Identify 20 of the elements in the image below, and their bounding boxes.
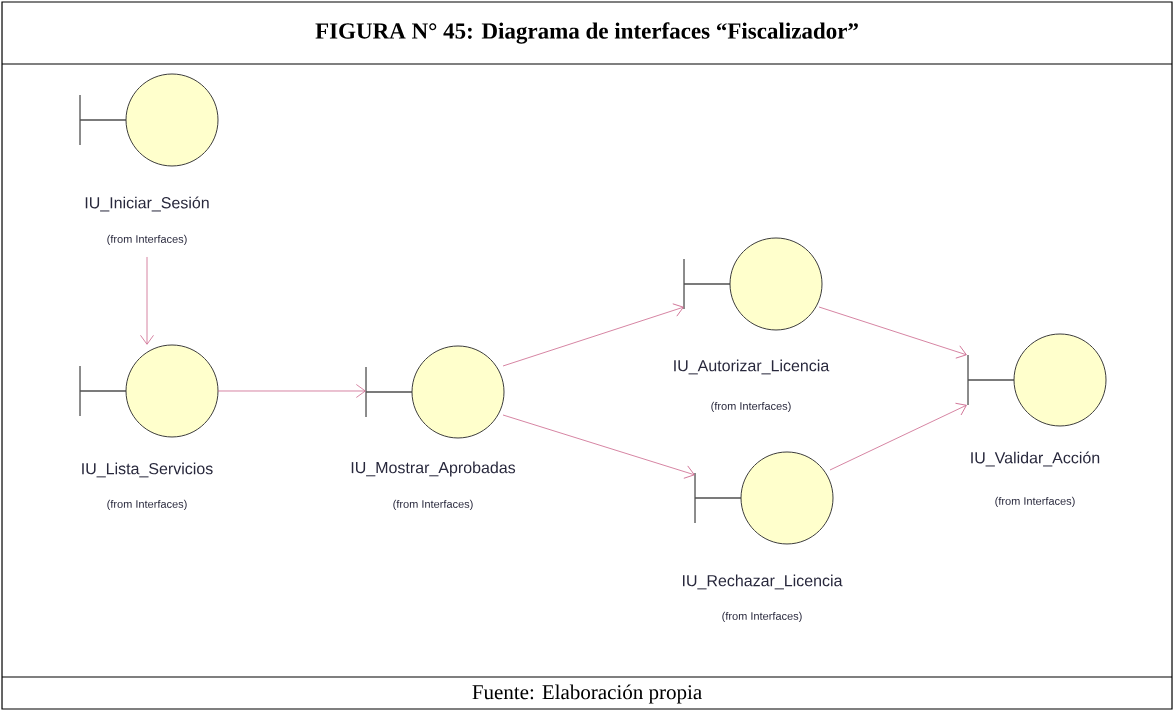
arrow [140, 256, 154, 345]
title: FIGURA N° 45: Diagrama de interfaces “Fiscalizador” [315, 22, 858, 44]
node-label: IU_Rechazar_Licencia [683, 574, 843, 590]
source-note: (from Interfaces) [722, 611, 802, 623]
node-label: IU_Autorizar_Licencia [674, 359, 830, 375]
caption: Fuente: Elaboración propia [472, 684, 702, 704]
arrow [217, 384, 366, 398]
node-label: IU_Lista_Servicios [82, 462, 213, 478]
source-note: (from Interfaces) [711, 401, 791, 413]
source-note: (from Interfaces) [393, 499, 473, 511]
source-note: (from Interfaces) [995, 496, 1075, 508]
node-label: IU_Iniciar_Sesión [85, 196, 209, 212]
arrow [502, 303, 684, 367]
node-label: IU_Mostrar_Aprobadas [351, 461, 516, 477]
source-note: (from Interfaces) [107, 234, 187, 246]
arrow [502, 414, 695, 479]
arrow [818, 306, 967, 359]
node-label: IU_Validar_Acción [971, 451, 1100, 467]
source-note: (from Interfaces) [107, 499, 187, 511]
arrow [829, 402, 967, 471]
